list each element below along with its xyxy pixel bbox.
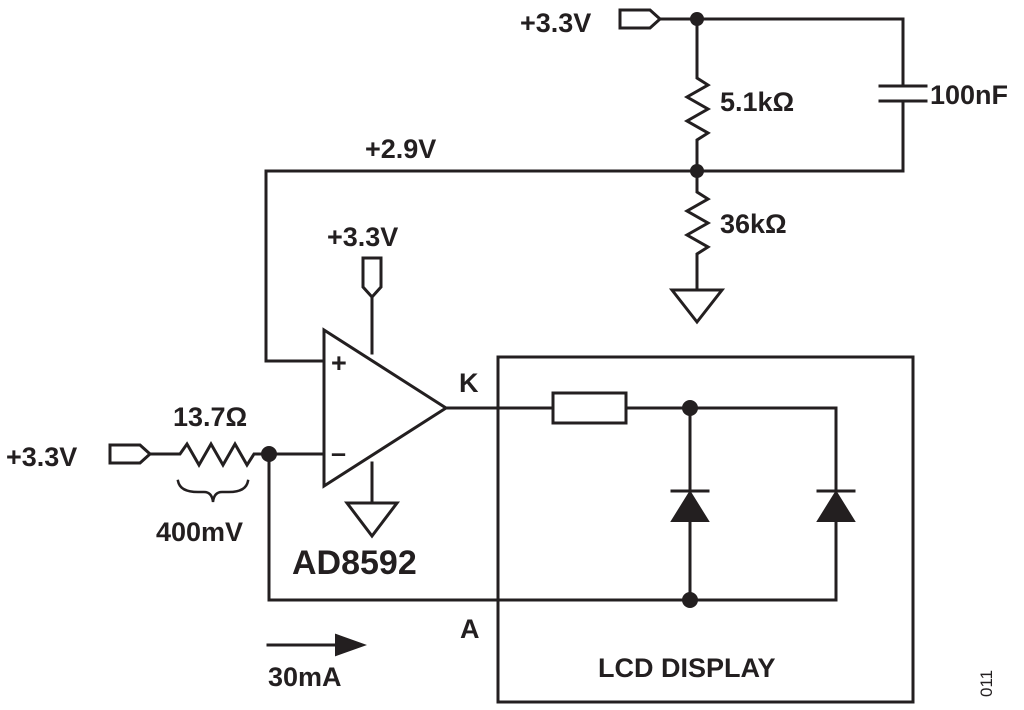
series-resistor-block [551,391,628,425]
label-r-top: 5.1kΩ [720,87,794,117]
label-supply-top: +3.3V [520,8,591,38]
diode-1-triangle [670,490,710,522]
diode-1 [670,489,710,522]
label-pin-a: A [460,614,480,644]
label-figure-number: 011 [977,670,996,697]
left-supply-flag [108,443,153,465]
lcd-display-box [496,355,915,704]
sense-voltage-brace [176,479,250,503]
label-r-bottom: 36kΩ [720,209,787,239]
reference-wire [264,169,699,363]
label-supply-left: +3.3V [6,442,77,472]
ground-symbol-opamp [343,501,401,539]
opamp-supply-flag [361,256,383,300]
top-supply-flag [618,8,663,30]
label-opamp-minus: – [331,438,346,468]
node-dot-top [690,12,704,26]
top-rail-wire [658,17,905,88]
label-pin-k: K [459,368,479,398]
label-r-sense: 13.7Ω [173,402,247,432]
display-top-wire [624,406,838,493]
node-dot-display-bottom [682,592,698,608]
resistor-36k [683,169,712,292]
label-sense-voltage: 400mV [156,517,243,547]
diode-2-triangle [816,490,856,522]
capacitor-lower-wire [695,99,905,173]
label-current: 30mA [268,662,342,692]
label-supply-opamp: +3.3V [327,222,398,252]
feedback-wire [267,452,838,602]
sense-resistor-wire [148,440,326,469]
current-arrow-head [335,633,367,657]
label-capacitor: 100nF [930,80,1008,110]
label-lcd-display: LCD DISPLAY [598,653,776,683]
diode-2 [816,489,856,522]
resistor-5k1 [683,17,712,173]
label-opamp-part: AD8592 [292,544,417,582]
label-opamp-plus: + [331,348,347,378]
node-dot-display-top [682,400,698,416]
ground-symbol-divider [668,288,726,325]
opamp-triangle [322,327,449,489]
label-reference-voltage: +2.9V [365,134,436,164]
